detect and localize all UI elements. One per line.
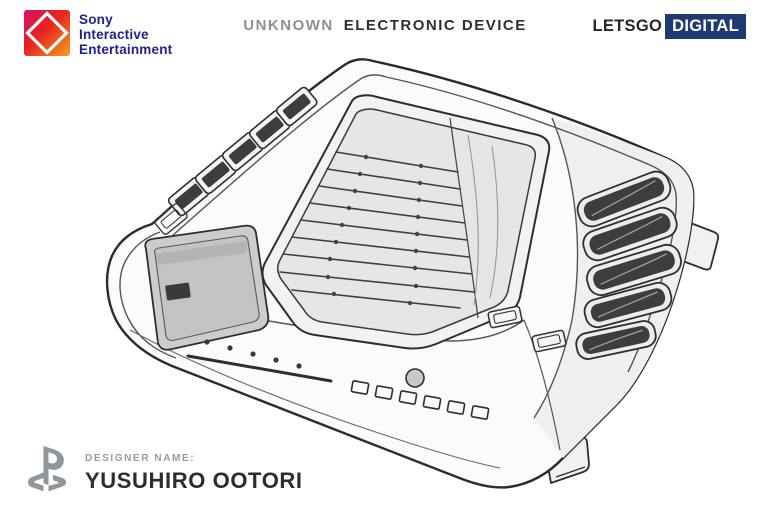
designer-name: YUSUHIRO OOTORI: [85, 468, 303, 493]
vent-slot: [576, 170, 672, 228]
power-button: [405, 368, 425, 388]
designer-label: DESIGNER NAME:: [85, 453, 196, 464]
front-button: [374, 385, 394, 400]
front-button: [350, 380, 370, 395]
top-edge-vents: [154, 86, 318, 235]
recess-port: [165, 282, 191, 301]
recess-shadow: [155, 241, 248, 265]
recess-inner: [153, 235, 260, 342]
front-toggle: [487, 305, 523, 329]
title-main: ELECTRONIC DEVICE: [343, 17, 527, 34]
front-button: [422, 395, 442, 410]
top-edge-slot: [154, 203, 188, 235]
right-side-vents: [575, 170, 682, 360]
indicator-dots: [204, 339, 302, 369]
page-footer: DESIGNER NAME: YUSUHIRO OOTORI: [26, 446, 303, 496]
front-button: [446, 400, 466, 415]
front-panel: [186, 305, 567, 420]
sie-wordmark-line: Interactive: [79, 27, 149, 43]
louver-screw-dots: [325, 154, 424, 306]
title-prefix: UNKNOWN: [243, 17, 334, 34]
sie-wordmark-line: Entertainment: [79, 42, 173, 58]
front-toggle: [531, 329, 567, 353]
letsgo-text: LETSGO: [592, 17, 663, 35]
front-button: [470, 405, 490, 420]
sie-logo: Sony Interactive Entertainment: [24, 10, 172, 57]
front-left-recess: [144, 224, 270, 351]
vent-slot: [583, 281, 673, 329]
designer-block: DESIGNER NAME: YUSUHIRO OOTORI: [85, 453, 303, 496]
vent-slot: [582, 206, 678, 262]
vent-slot: [586, 243, 682, 297]
front-button: [398, 390, 418, 405]
front-buttons: [350, 380, 490, 420]
sie-wordmark: Sony Interactive Entertainment: [79, 10, 172, 57]
page-header: Sony Interactive Entertainment UNKNOWN EL…: [0, 0, 770, 57]
disc-slot: [186, 354, 333, 383]
playstation-logo-icon: [28, 446, 67, 492]
louver-slats: [279, 151, 475, 309]
letsgo-digital-logo: LETSGO DIGITAL: [592, 14, 746, 39]
vent-slot: [575, 320, 657, 360]
digital-badge: DIGITAL: [665, 14, 746, 39]
v-recess: [261, 94, 551, 350]
edge-vent-tab: [275, 86, 318, 127]
sie-logo-icon: [24, 10, 70, 56]
v-channel-lines: [467, 134, 499, 306]
page-title: UNKNOWN ELECTRONIC DEVICE: [243, 17, 527, 34]
sie-wordmark-line: Sony: [79, 12, 113, 27]
